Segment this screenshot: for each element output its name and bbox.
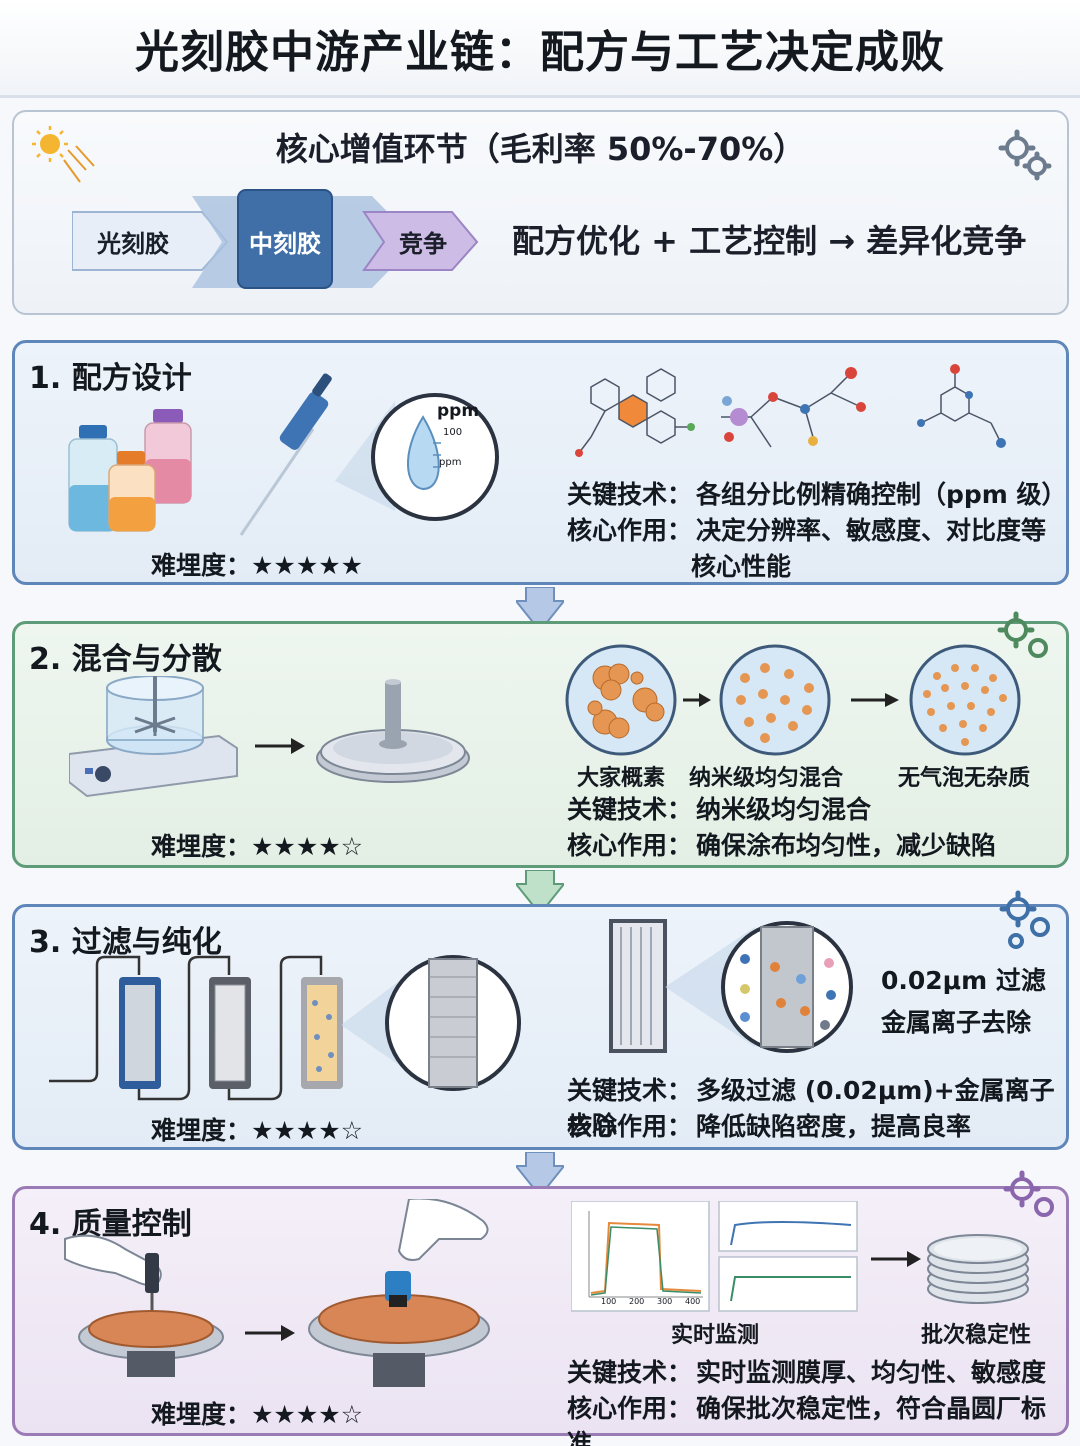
key-tech: 关键技术：各组分比例精确控制（ppm 级） <box>567 477 1067 512</box>
gear-icon <box>1003 1170 1054 1217</box>
section-mixing: 2. 混合与分散 <box>12 611 1069 868</box>
core-role-label: 核心作用： <box>567 1112 693 1141</box>
core-role-label: 核心作用： <box>567 516 693 545</box>
arrow-right-icon <box>245 1325 295 1341</box>
gear-icon <box>998 129 1052 181</box>
reagent-bottles-icon <box>68 409 192 532</box>
drop-label-100: 100 <box>443 427 463 438</box>
chart-tick-400: 400 <box>685 1297 701 1306</box>
title-bar: 光刻胶中游产业链：配方与工艺决定成败 <box>0 0 1080 98</box>
filter-cartridge-icon <box>49 955 343 1101</box>
caption-stage-1: 大家概素 <box>576 766 665 791</box>
monitor-chart-icon <box>571 1201 858 1312</box>
core-role: 核心作用：确保涂布均匀性，减少缺陷 <box>567 828 1067 863</box>
core-role-label: 核心作用： <box>567 831 693 860</box>
key-tech-text: 各组分比例精确控制（ppm 级） <box>696 480 1067 509</box>
down-arrow-icon <box>516 1152 564 1196</box>
down-arrow-icon <box>516 587 564 631</box>
key-tech: 关键技术：多级过滤 (0.02μm)+金属离子去除 <box>567 1073 1067 1143</box>
drop-label-ppm-small: ppm <box>439 457 462 468</box>
key-tech-label: 关键技术： <box>567 1076 693 1105</box>
chart-tick-300: 300 <box>657 1297 673 1306</box>
arrow-right-icon <box>871 1251 921 1267</box>
section-title: 4. 质量控制 <box>29 1207 192 1242</box>
core-role: 核心作用：决定分辨率、敏感度、对比度等 <box>567 513 1067 548</box>
molecule-icon <box>575 364 1006 457</box>
drop-label-ppm: ppm <box>437 401 480 421</box>
core-role-text: 决定分辨率、敏感度、对比度等 <box>696 516 1047 545</box>
probe-hand-icon <box>64 1234 224 1377</box>
core-role-text-2: 核心性能 <box>691 552 792 581</box>
gear-icon <box>999 890 1050 949</box>
filter-magnifier-icon <box>341 955 521 1091</box>
chain-arrows <box>72 189 479 289</box>
chain-step-2: 中刻胶 <box>249 229 321 258</box>
filter-panel-icon <box>609 919 853 1053</box>
caption-monitoring: 实时监测 <box>670 1323 759 1348</box>
key-tech-label: 关键技术： <box>567 480 693 509</box>
pipette-icon <box>239 373 332 536</box>
core-role-text: 确保批次稳定性，符合晶圆厂标准 <box>567 1394 1047 1446</box>
core-role-text: 降低缺陷密度，提高良率 <box>696 1112 972 1141</box>
page-title: 光刻胶中游产业链：配方与工艺决定成败 <box>135 26 945 78</box>
filter-text-2: 金属离子去除 <box>881 1008 1032 1037</box>
chain-step-1: 光刻胶 <box>97 229 169 258</box>
sun-icon <box>32 126 95 183</box>
gear-icon <box>997 611 1048 658</box>
flow-text: 配方优化 + 工艺控制 → 差异化竞争 <box>512 222 1027 260</box>
section-formulation: 1. 配方设计 ppm 100 ppm <box>12 340 1069 585</box>
core-panel: 核心增值环节（毛利率 50%-70%） 光刻胶 中刻胶 竞争 配方优化 + 工艺… <box>12 110 1069 315</box>
down-arrow-icon <box>516 870 564 914</box>
section-title: 3. 过滤与纯化 <box>29 925 222 960</box>
difficulty-rating: 难埋度：★★★★☆ <box>151 1400 364 1429</box>
difficulty-rating: 难埋度：★★★★★ <box>151 551 364 580</box>
section-title: 1. 配方设计 <box>29 361 192 396</box>
key-tech-text: 实时监测膜厚、均匀性、敏感度 <box>696 1358 1047 1387</box>
mixer-icon <box>69 676 238 798</box>
section-filtration: 3. 过滤与纯化 0.02μm 过滤 金属离子 <box>12 890 1069 1150</box>
core-role: 核心作用：降低缺陷密度，提高良率 <box>567 1109 1067 1144</box>
key-tech-text: 纳米级均匀混合 <box>696 795 872 824</box>
wafer-icon <box>308 1199 490 1387</box>
key-tech: 关键技术：实时监测膜厚、均匀性、敏感度 <box>567 1355 1067 1390</box>
key-tech-label: 关键技术： <box>567 795 693 824</box>
key-tech-text: 多级过滤 (0.02μm)+金属离子去除 <box>567 1076 1055 1140</box>
section-title: 2. 混合与分散 <box>29 642 222 677</box>
key-tech: 关键技术：纳米级均匀混合 <box>567 792 1067 827</box>
core-role-label: 核心作用： <box>567 1394 693 1423</box>
core-role-text: 确保涂布均匀性，减少缺陷 <box>696 831 997 860</box>
core-title: 核心增值环节（毛利率 50%-70%） <box>275 130 806 168</box>
caption-stage-3: 无气泡无杂质 <box>897 766 1030 791</box>
filter-text-1: 0.02μm 过滤 <box>881 966 1046 995</box>
chain-step-3: 竞争 <box>399 229 447 258</box>
chart-tick-200: 200 <box>629 1297 645 1306</box>
particle-icon <box>565 644 1021 756</box>
key-tech-label: 关键技术： <box>567 1358 693 1387</box>
difficulty-rating: 难埋度：★★★★☆ <box>151 1116 364 1145</box>
core-role: 核心作用：确保批次稳定性，符合晶圆厂标准 <box>567 1391 1067 1446</box>
difficulty-rating: 难埋度：★★★★☆ <box>151 832 364 861</box>
section-quality: 4. 质量控制 100 200 300 400 <box>12 1170 1069 1446</box>
arrow-right-icon <box>255 738 305 754</box>
wafer-stack-icon <box>927 1234 1029 1304</box>
chart-tick-100: 100 <box>601 1297 617 1306</box>
spin-coater-icon <box>316 679 470 783</box>
caption-stage-2: 纳米级均匀混合 <box>688 766 843 791</box>
caption-batch-stability: 批次稳定性 <box>920 1323 1031 1348</box>
drop-magnifier-icon <box>335 393 499 521</box>
